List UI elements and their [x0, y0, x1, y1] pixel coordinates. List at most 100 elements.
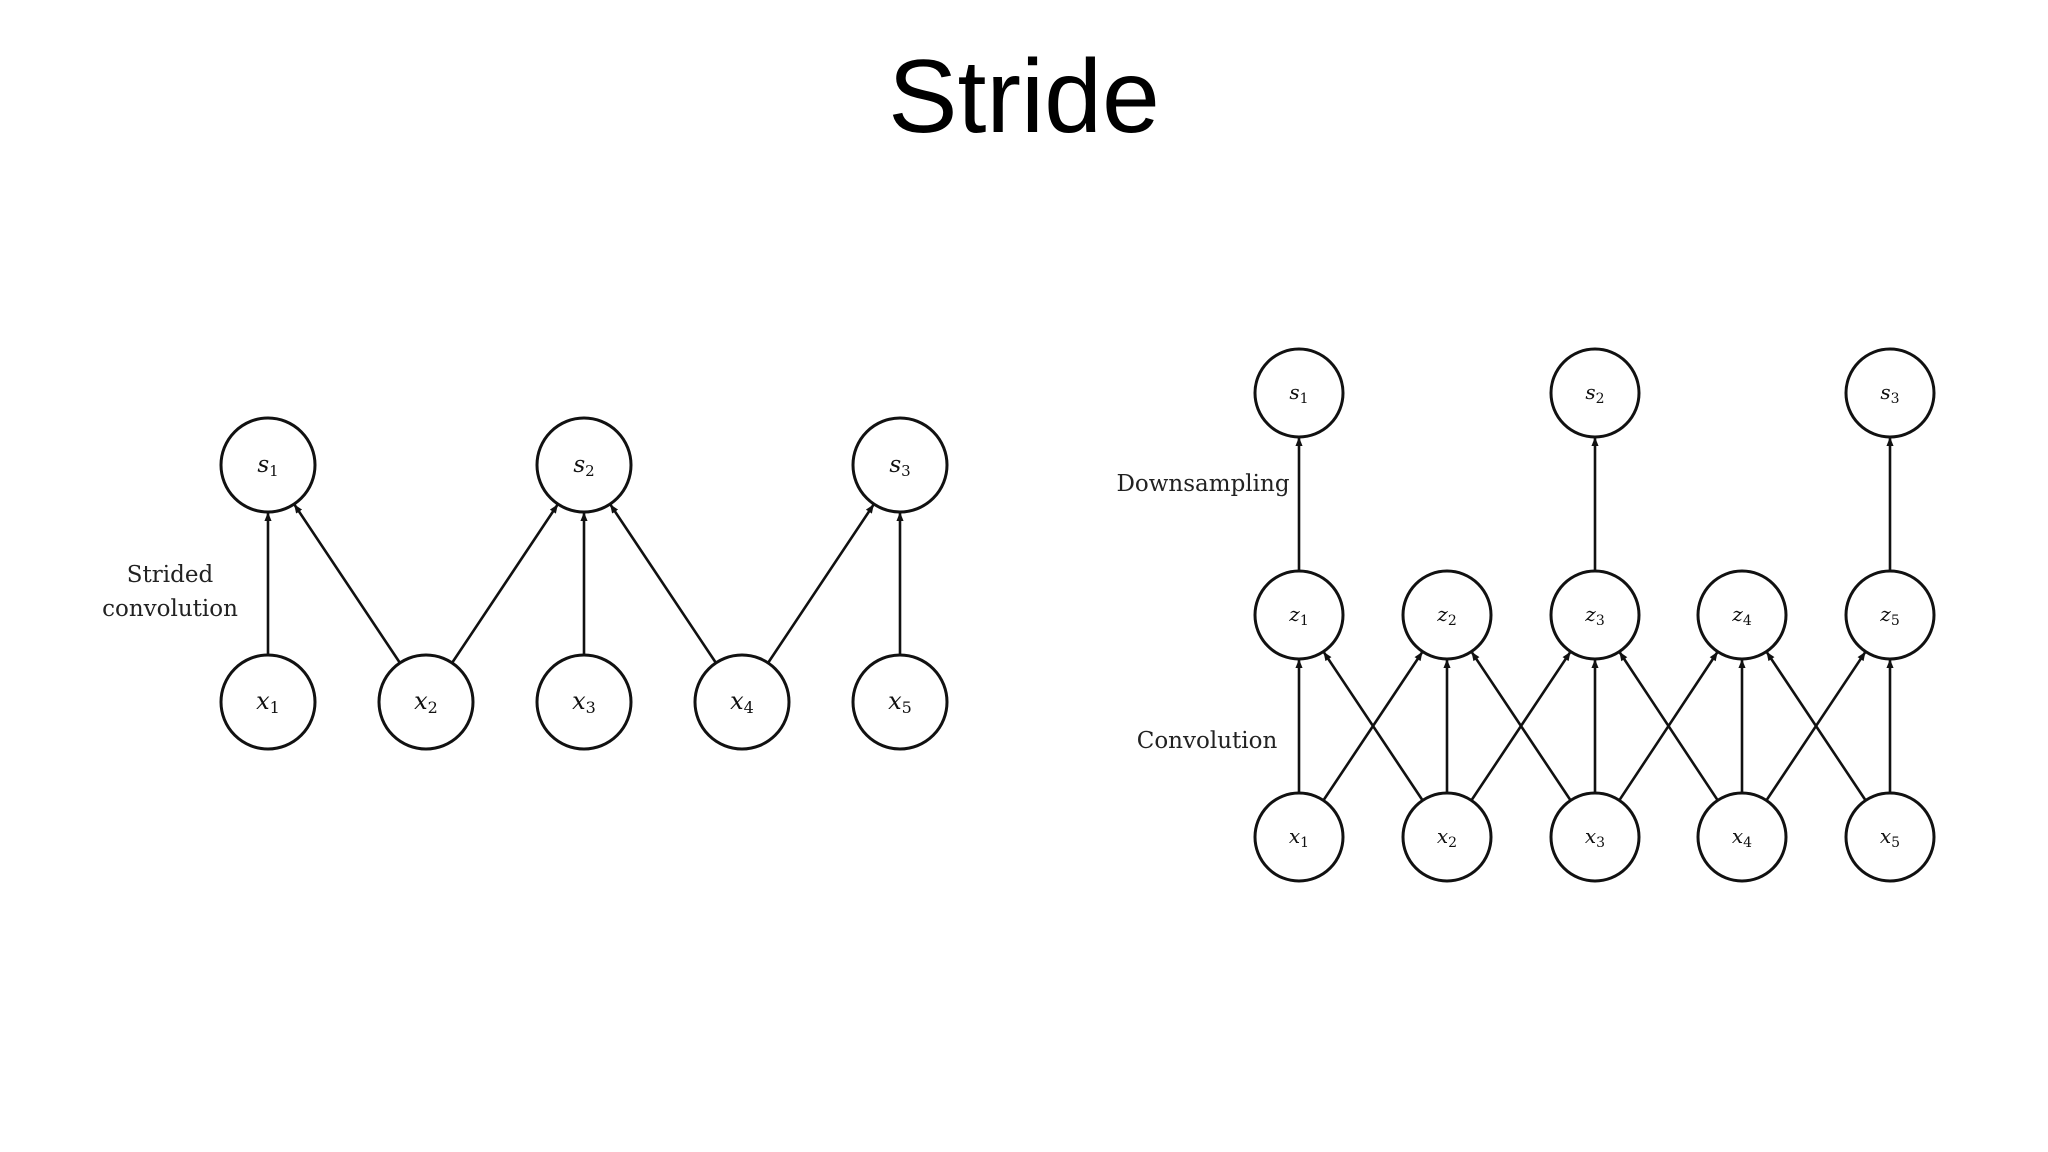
svg-text:x4: x4 [730, 687, 754, 717]
node-x5: x5 [851, 653, 949, 751]
node-var: x [1880, 824, 1891, 848]
node-var: z [1731, 602, 1743, 626]
node-x2: x2 [377, 653, 475, 751]
svg-text:s3: s3 [1880, 380, 1899, 407]
svg-text:z2: z2 [1436, 602, 1456, 629]
svg-text:x3: x3 [1585, 824, 1605, 851]
svg-text:z1: z1 [1288, 602, 1308, 629]
slide-title: Stride [888, 39, 1160, 155]
svg-text:z4: z4 [1731, 602, 1752, 629]
node-subscript: 1 [269, 462, 279, 480]
node-subscript: 1 [270, 698, 280, 717]
edge-x4-to-s3 [766, 504, 875, 664]
edge-x1-to-z2 [1322, 651, 1424, 802]
node-var: s [889, 452, 901, 478]
node-x4: x4 [693, 653, 791, 751]
node-subscript: 2 [1448, 613, 1457, 629]
node-var: s [1880, 380, 1890, 404]
right-edges [1295, 437, 1894, 802]
node-s1: s1 [1253, 347, 1345, 439]
svg-text:s3: s3 [889, 452, 910, 480]
node-var: x [414, 687, 428, 715]
node-var: x [1732, 824, 1743, 848]
node-subscript: 5 [902, 698, 912, 717]
node-z4: z4 [1696, 569, 1788, 661]
node-subscript: 3 [1891, 391, 1900, 407]
left-edges [264, 504, 904, 664]
node-s1: s1 [219, 416, 317, 514]
svg-text:x1: x1 [256, 687, 280, 717]
svg-text:x2: x2 [414, 687, 438, 717]
node-var: z [1879, 602, 1891, 626]
node-subscript: 3 [901, 462, 911, 480]
node-x3: x3 [1549, 791, 1641, 883]
node-subscript: 5 [1891, 613, 1900, 629]
edge-x2-to-z3 [1470, 651, 1572, 802]
node-subscript: 4 [1743, 613, 1752, 629]
node-x1: x1 [219, 653, 317, 751]
svg-text:x2: x2 [1437, 824, 1457, 851]
downsampling-label: Downsampling [1116, 471, 1289, 497]
strided-label-line-1: Strided [127, 562, 214, 588]
node-s3: s3 [1844, 347, 1936, 439]
edge-x4-to-z5 [1765, 651, 1867, 802]
strided-label-line-2: convolution [102, 596, 238, 622]
svg-text:s2: s2 [1585, 380, 1604, 407]
svg-text:s1: s1 [1289, 380, 1308, 407]
node-var: x [256, 687, 270, 715]
node-subscript: 2 [1596, 391, 1605, 407]
convolution-label: Convolution [1137, 728, 1278, 754]
node-subscript: 1 [1300, 391, 1309, 407]
node-subscript: 4 [1743, 835, 1752, 851]
node-subscript: 2 [428, 698, 438, 717]
node-var: x [1289, 824, 1300, 848]
node-var: x [1585, 824, 1596, 848]
node-subscript: 4 [744, 698, 754, 717]
node-var: s [1585, 380, 1595, 404]
node-x3: x3 [535, 653, 633, 751]
node-x1: x1 [1253, 791, 1345, 883]
node-subscript: 1 [1300, 613, 1309, 629]
svg-text:s2: s2 [573, 452, 594, 480]
node-z3: z3 [1549, 569, 1641, 661]
edge-x4-to-s2 [609, 504, 718, 664]
node-subscript: 3 [1596, 835, 1605, 851]
strided-convolution-diagram: Strided convolution s1 s2 s3 [102, 416, 949, 751]
node-var: s [1289, 380, 1299, 404]
node-s2: s2 [535, 416, 633, 514]
node-subscript: 1 [1300, 835, 1309, 851]
node-var: s [257, 452, 269, 478]
node-x2: x2 [1401, 791, 1493, 883]
node-s3: s3 [851, 416, 949, 514]
svg-text:z3: z3 [1584, 602, 1604, 629]
node-var: x [572, 687, 586, 715]
node-subscript: 3 [586, 698, 596, 717]
node-var: z [1584, 602, 1596, 626]
node-var: z [1288, 602, 1300, 626]
node-z5: z5 [1844, 569, 1936, 661]
svg-text:x3: x3 [572, 687, 596, 717]
svg-text:x5: x5 [888, 687, 912, 717]
edge-x3-to-z4 [1618, 651, 1719, 802]
node-subscript: 5 [1891, 835, 1900, 851]
node-var: x [730, 687, 744, 715]
node-var: x [888, 687, 902, 715]
node-subscript: 2 [585, 462, 595, 480]
node-var: s [573, 452, 585, 478]
svg-text:x5: x5 [1880, 824, 1900, 851]
svg-text:x1: x1 [1289, 824, 1309, 851]
node-z2: z2 [1401, 569, 1493, 661]
edge-x2-to-s1 [293, 504, 402, 664]
node-var: z [1436, 602, 1448, 626]
node-z1: z1 [1253, 569, 1345, 661]
node-var: x [1437, 824, 1448, 848]
node-s2: s2 [1549, 347, 1641, 439]
convolution-downsampling-diagram: Downsampling Convolution s1 s2 s3 [1116, 347, 1936, 883]
edge-x2-to-s2 [450, 504, 559, 664]
svg-text:x4: x4 [1732, 824, 1752, 851]
svg-text:z5: z5 [1879, 602, 1899, 629]
svg-text:s1: s1 [257, 452, 278, 480]
node-x5: x5 [1844, 791, 1936, 883]
